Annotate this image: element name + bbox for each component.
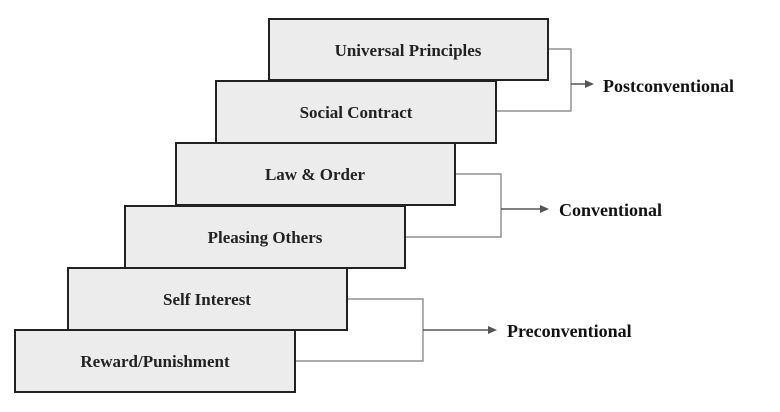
level-label-preconventional: Preconventional xyxy=(507,321,632,341)
bracket-preconventional xyxy=(295,298,497,362)
level-label-postconventional: Postconventional xyxy=(603,76,734,96)
bracket-conventional xyxy=(405,173,549,238)
stage-universal-principles: Universal Principles xyxy=(268,18,549,81)
stage-label: Pleasing Others xyxy=(208,228,323,247)
stage-law-order: Law & Order xyxy=(175,142,456,206)
stage-label: Law & Order xyxy=(265,165,366,184)
bracket-postconventional xyxy=(496,48,594,112)
stage-label: Reward/Punishment xyxy=(80,352,230,371)
stage-pleasing-others: Pleasing Others xyxy=(124,205,406,269)
stage-self-interest: Self Interest xyxy=(67,267,348,331)
level-label-conventional: Conventional xyxy=(559,200,662,220)
stage-label: Self Interest xyxy=(163,290,251,309)
stage-label: Social Contract xyxy=(300,103,413,122)
stage-social-contract: Social Contract xyxy=(215,80,497,144)
stage-reward-punishment: Reward/Punishment xyxy=(14,329,296,393)
stage-label: Universal Principles xyxy=(335,41,482,60)
